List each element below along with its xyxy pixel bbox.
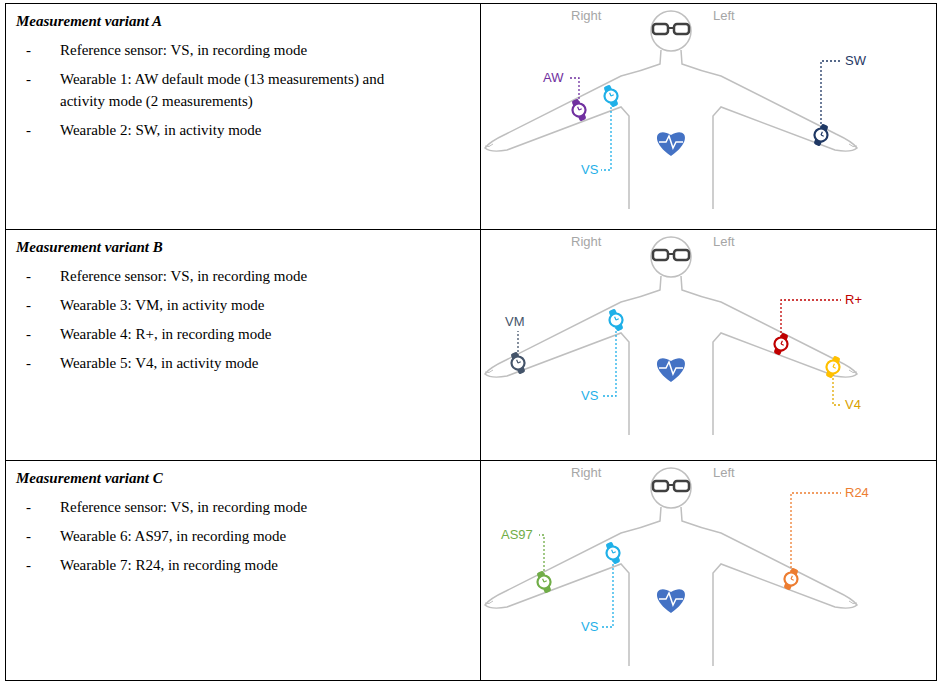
variant-heading: Measurement variant C [16,467,480,489]
bullet-text: Reference sensor: VS, in recording mode [60,265,424,287]
sensor-label: AW [543,70,563,85]
bullet-text: Wearable 1: AW default mode (13 measurem… [60,68,424,112]
bullet-text: Wearable 4: R+, in recording mode [60,323,424,345]
variant-heading: Measurement variant B [16,236,480,258]
bullet-dash: - [6,119,60,141]
side-label: Right [571,8,601,23]
bullet-dash: - [6,352,60,374]
side-label: Right [571,465,601,480]
side-label: Left [713,8,735,23]
body-sensor-illustration [481,4,936,229]
bullet-dash: - [6,294,60,316]
body-sensor-illustration [481,230,936,460]
bullet-item: -Wearable 5: V4, in activity mode [6,352,480,374]
bullet-dash: - [6,265,60,287]
bullet-item: -Wearable 4: R+, in recording mode [6,323,480,345]
sensor-label: R+ [845,292,862,307]
bullet-dash: - [6,323,60,345]
bullet-dash: - [6,525,60,547]
variant-cell: Measurement variant B-Reference sensor: … [5,229,481,461]
bullet-text: Wearable 3: VM, in activity mode [60,294,424,316]
bullet-dash: - [6,68,60,112]
sensor-label: VM [505,314,525,329]
bullet-item: -Wearable 3: VM, in activity mode [6,294,480,316]
side-label: Left [713,234,735,249]
side-label: Left [713,465,735,480]
sensor-label: VS [581,162,598,177]
bullet-dash: - [6,554,60,576]
bullet-item: -Wearable 1: AW default mode (13 measure… [6,68,480,112]
bullet-item: -Wearable 7: R24, in recording mode [6,554,480,576]
illustration-cell: Right LeftAS97 R24VS [480,460,937,681]
sensor-label: SW [845,53,866,68]
sensor-label: VS [581,619,598,634]
illustration-cell: Right LeftVM R+ VS V4 [480,229,937,461]
side-label: Right [571,234,601,249]
bullet-item: -Reference sensor: VS, in recording mode [6,265,480,287]
bullet-text: Reference sensor: VS, in recording mode [60,496,424,518]
bullet-text: Wearable 5: V4, in activity mode [60,352,424,374]
bullet-item: -Reference sensor: VS, in recording mode [6,496,480,518]
sensor-label: AS97 [501,527,533,542]
bullet-text: Wearable 2: SW, in activity mode [60,119,424,141]
bullet-dash: - [6,496,60,518]
sensor-label: R24 [845,485,869,500]
variant-heading: Measurement variant A [16,10,480,32]
bullet-text: Wearable 7: R24, in recording mode [60,554,424,576]
bullet-item: -Wearable 6: AS97, in recording mode [6,525,480,547]
illustration-cell: Right LeftAW SW VS [480,3,937,230]
sensor-label: V4 [845,397,861,412]
variant-cell: Measurement variant C-Reference sensor: … [5,460,481,681]
bullet-item: -Reference sensor: VS, in recording mode [6,39,480,61]
sensor-label: VS [581,388,598,403]
bullet-dash: - [6,39,60,61]
variant-cell: Measurement variant A-Reference sensor: … [5,3,481,230]
bullet-text: Reference sensor: VS, in recording mode [60,39,424,61]
bullet-item: -Wearable 2: SW, in activity mode [6,119,480,141]
bullet-text: Wearable 6: AS97, in recording mode [60,525,424,547]
